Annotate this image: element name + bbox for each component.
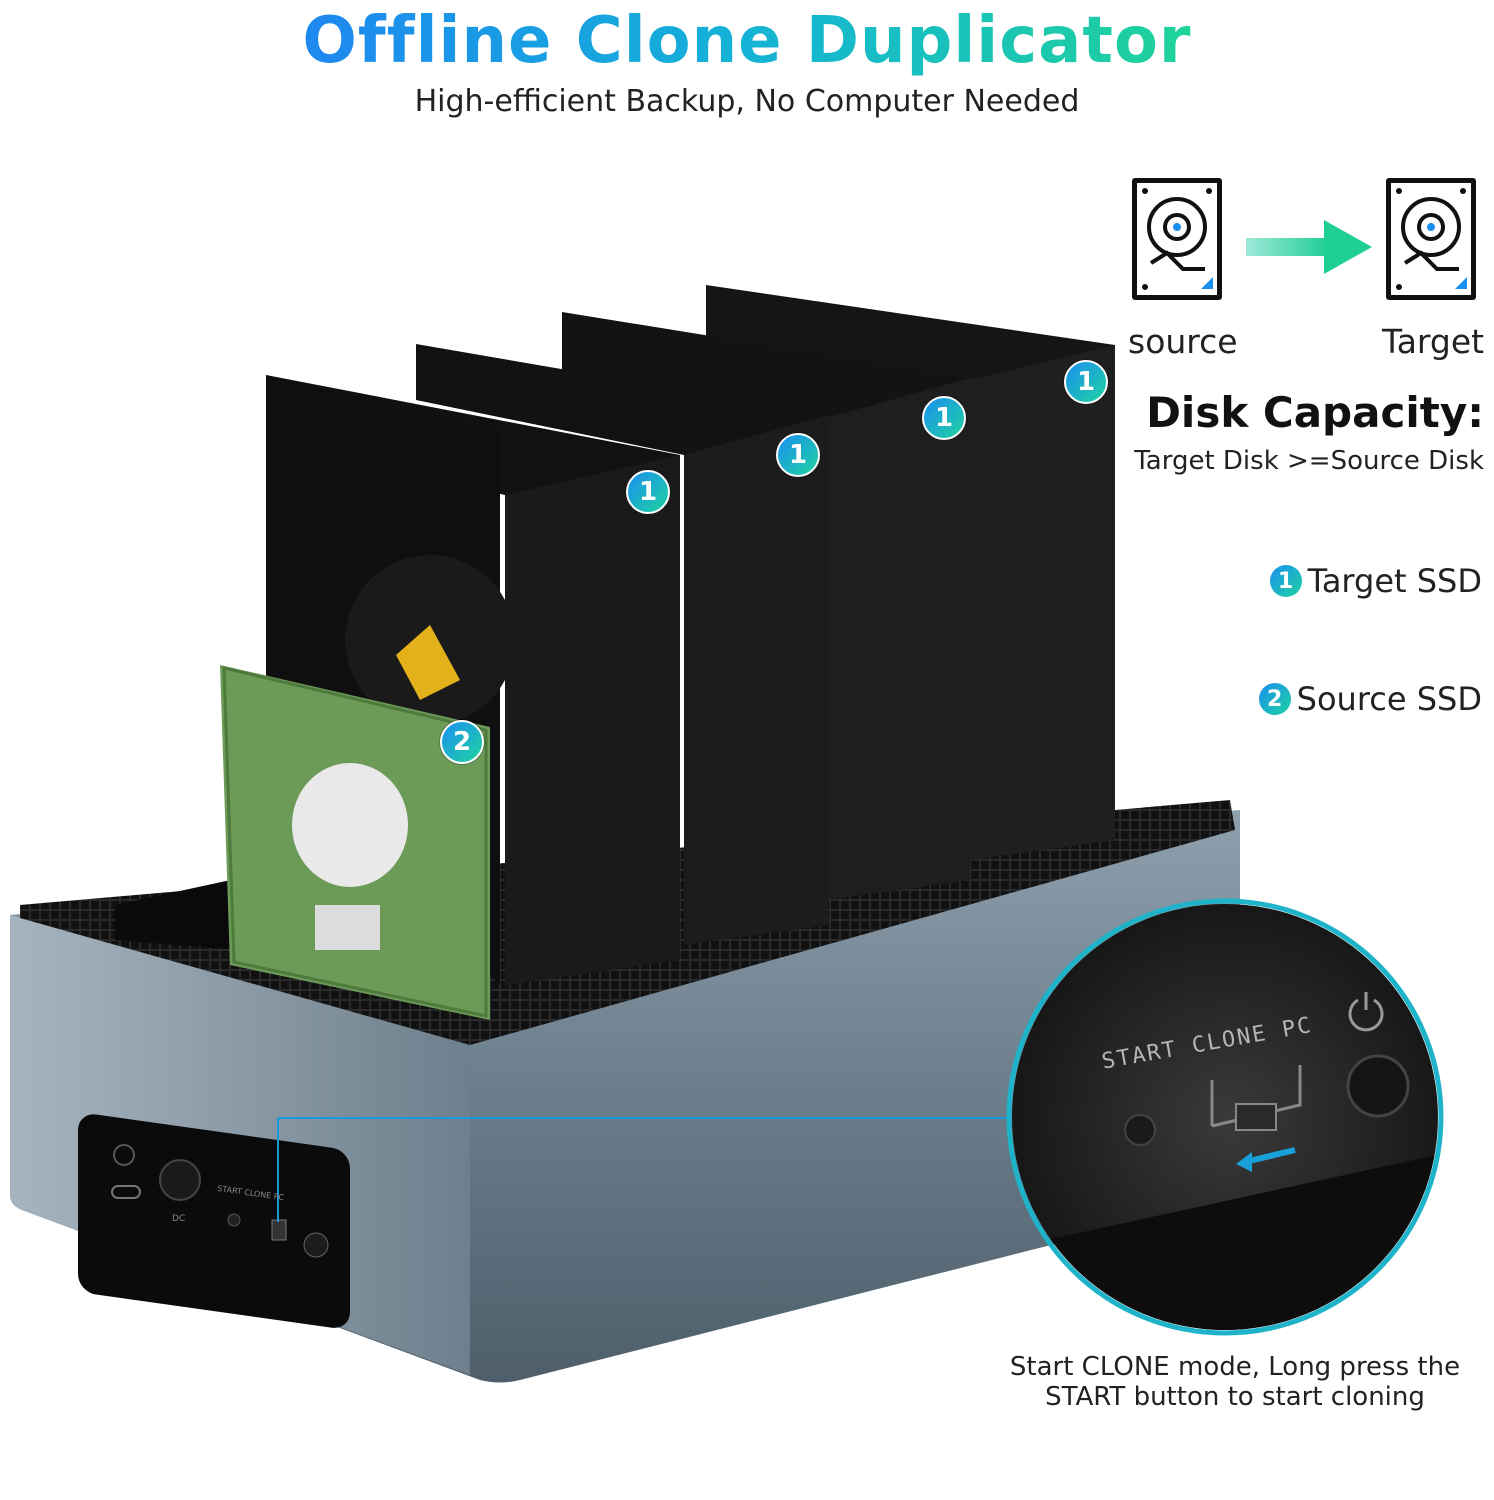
instruction-caption: Start CLONE mode, Long press the START b…: [990, 1352, 1480, 1412]
target-drive-4: [706, 285, 1115, 860]
arrow-right-icon: [1246, 220, 1372, 280]
page-subtitle: High-efficient Backup, No Computer Neede…: [414, 84, 1080, 119]
mode-switch: [271, 1219, 287, 1241]
drive-badge: 2: [440, 720, 484, 764]
capacity-text: Target Disk >=Source Disk: [1134, 446, 1484, 476]
dc-port-label: DC: [172, 1214, 186, 1224]
source-label: source: [1128, 322, 1238, 361]
legend-item-target: 1 Target SSD: [1269, 562, 1482, 600]
source-drive: [220, 665, 490, 1020]
target-label: Target: [1382, 322, 1485, 361]
port-icon: [113, 1144, 135, 1166]
legend-label: Source SSD: [1296, 680, 1482, 718]
caption-line-2: START button to start cloning: [1045, 1382, 1425, 1412]
capacity-title: Disk Capacity:: [1146, 388, 1484, 437]
legend-label: Target SSD: [1307, 562, 1482, 600]
page-title: Offline Clone Duplicator: [302, 4, 1192, 78]
legend-item-source: 2 Source SSD: [1258, 680, 1482, 718]
dc-port: [159, 1159, 201, 1201]
drive-badge: 1: [922, 396, 966, 440]
drive-badge: 1: [626, 470, 670, 514]
power-icon: [1346, 990, 1386, 1038]
drive-badge: 1: [1064, 360, 1108, 404]
number-badge: 1: [1269, 565, 1302, 597]
hard-disk-icon: [1386, 178, 1476, 300]
power-button: [303, 1232, 329, 1258]
drive-badge: 1: [776, 433, 820, 477]
usb-c-port: [111, 1185, 141, 1199]
hard-disk-icon: [1132, 178, 1222, 300]
target-drive-3: [562, 312, 970, 900]
number-badge: 2: [1258, 683, 1291, 715]
target-drive-2: [416, 344, 828, 945]
start-button: [227, 1213, 241, 1227]
duplicator-illustration: [10, 285, 1444, 1383]
caption-line-1: Start CLONE mode, Long press the: [1009, 1352, 1461, 1382]
front-panel: [78, 1114, 350, 1328]
